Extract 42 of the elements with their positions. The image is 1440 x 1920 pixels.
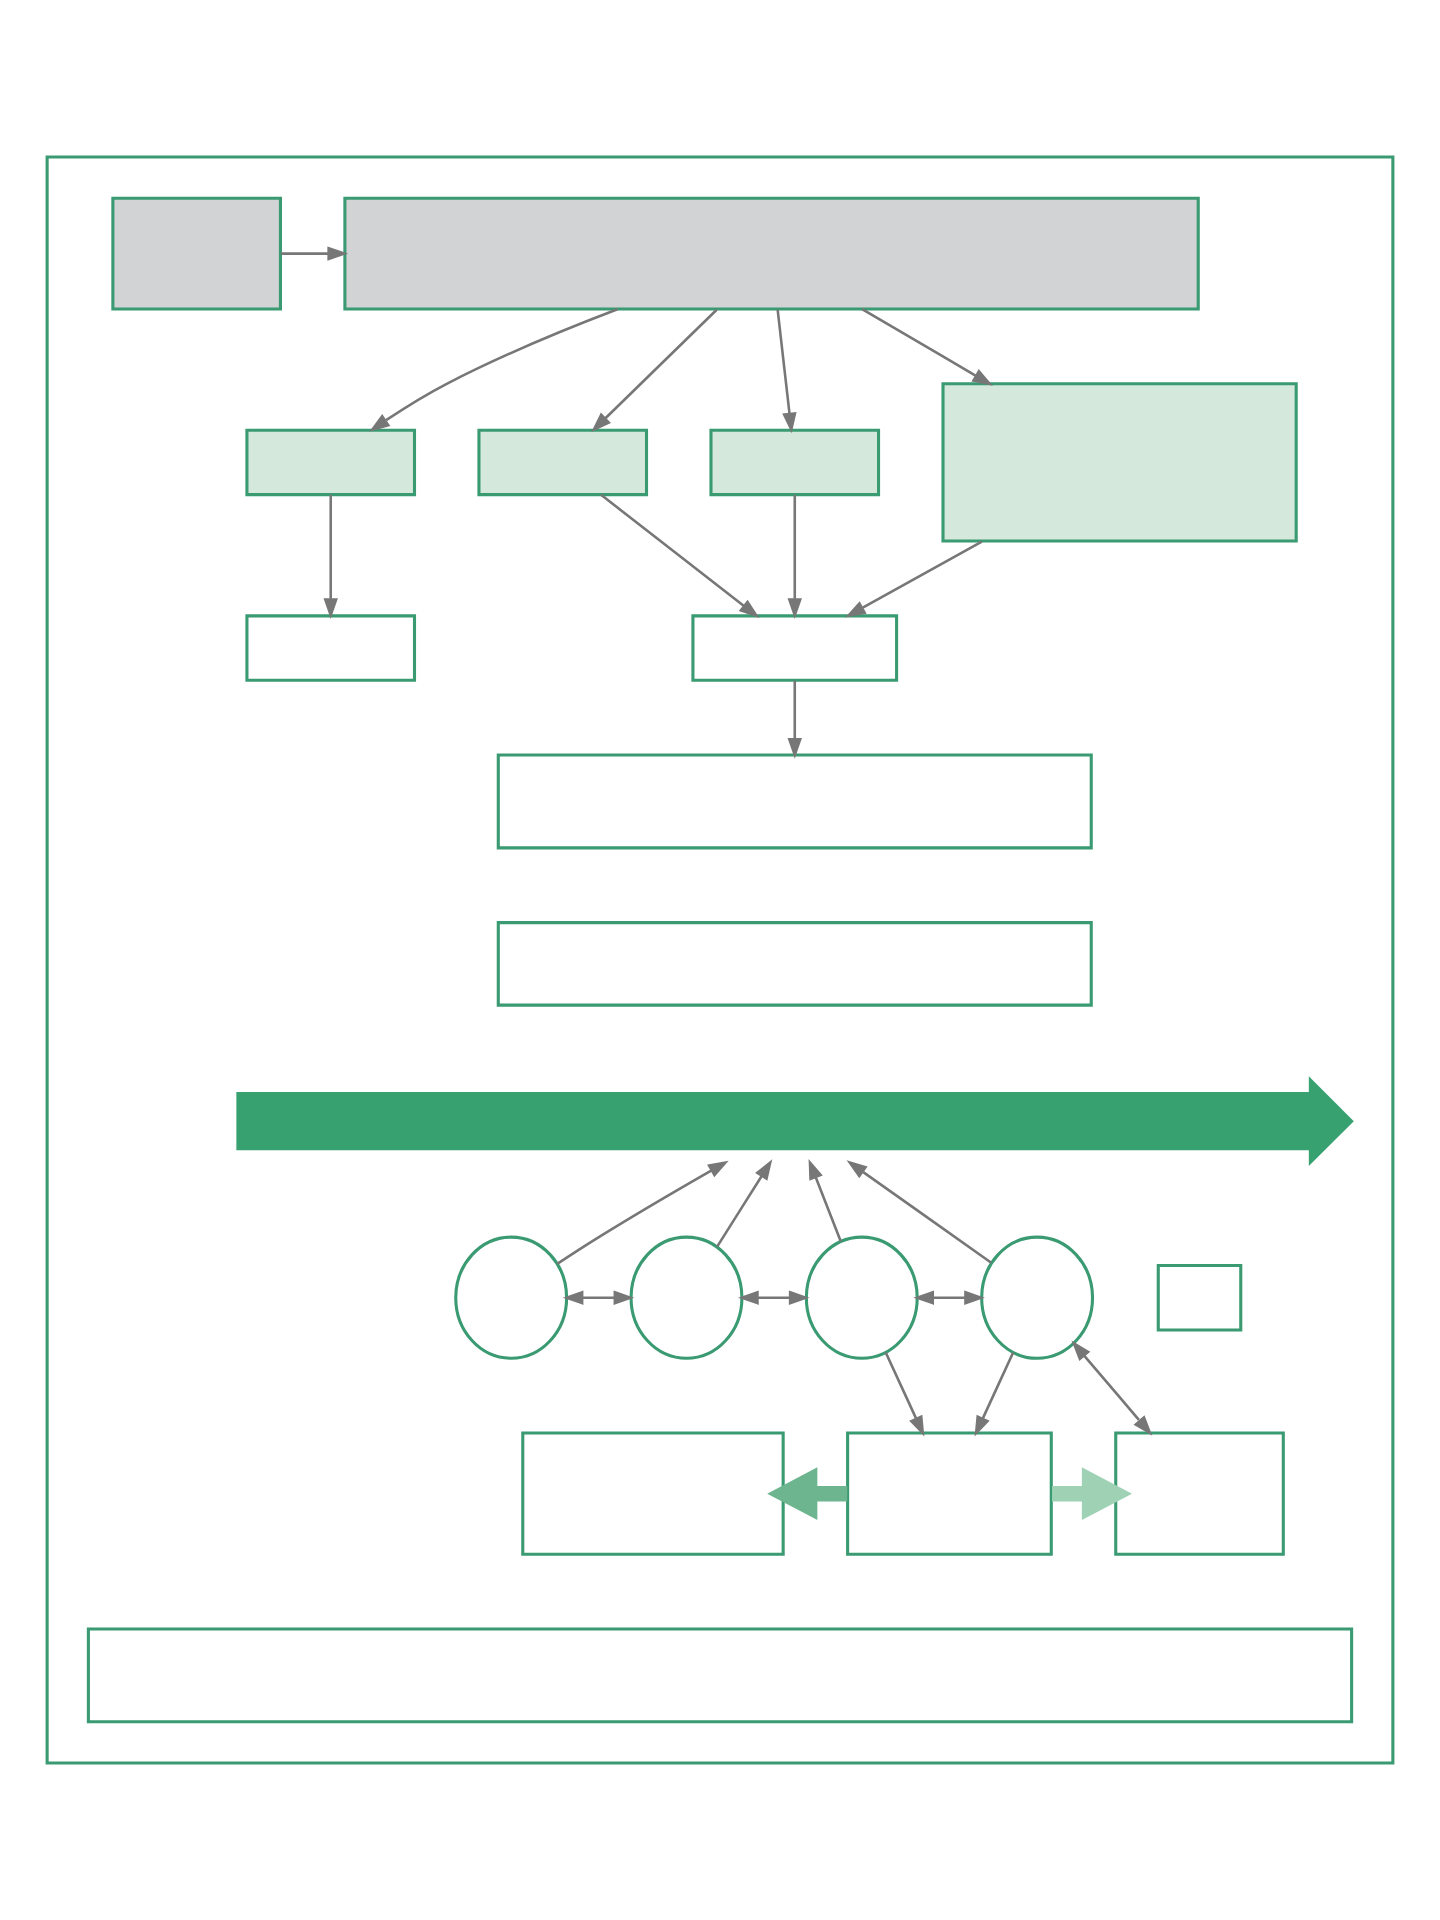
arrow <box>845 540 983 618</box>
node-box <box>245 428 417 497</box>
node-circle <box>629 1235 744 1360</box>
arrow <box>808 1158 842 1242</box>
node-box <box>343 196 1200 311</box>
node-box <box>1156 1263 1243 1332</box>
node-box <box>521 1431 785 1556</box>
arrow <box>776 309 797 434</box>
node-box <box>245 614 417 682</box>
node-circle <box>454 1235 569 1360</box>
arrow <box>884 1351 925 1437</box>
node-box <box>496 753 1093 850</box>
arrow <box>323 494 338 619</box>
arrow <box>787 494 802 619</box>
arrow <box>913 1290 985 1305</box>
arrow <box>591 308 718 433</box>
node-circle <box>804 1235 919 1360</box>
arrow <box>861 308 993 386</box>
node-box <box>1114 1431 1285 1556</box>
arrow <box>562 1290 635 1305</box>
arrow <box>767 1467 848 1520</box>
node-box <box>941 382 1298 543</box>
node-box <box>846 1431 1053 1556</box>
node-box <box>691 614 899 682</box>
node-box <box>496 921 1093 1007</box>
arrow <box>716 1159 773 1248</box>
arrow <box>846 1160 992 1264</box>
arrow <box>369 308 618 432</box>
arrow <box>556 1160 729 1265</box>
arrow <box>600 493 760 618</box>
arrow <box>787 680 802 759</box>
node-box <box>86 1627 1354 1724</box>
node-box <box>709 428 881 497</box>
cluster <box>45 155 1395 1765</box>
arrow <box>1071 1340 1153 1436</box>
arrow <box>738 1290 810 1305</box>
node-box <box>477 428 649 497</box>
arrow <box>974 1351 1015 1437</box>
node-box <box>111 196 282 311</box>
arrow <box>1052 1467 1133 1520</box>
node-arrow <box>236 1076 1354 1167</box>
arrow <box>280 246 349 261</box>
